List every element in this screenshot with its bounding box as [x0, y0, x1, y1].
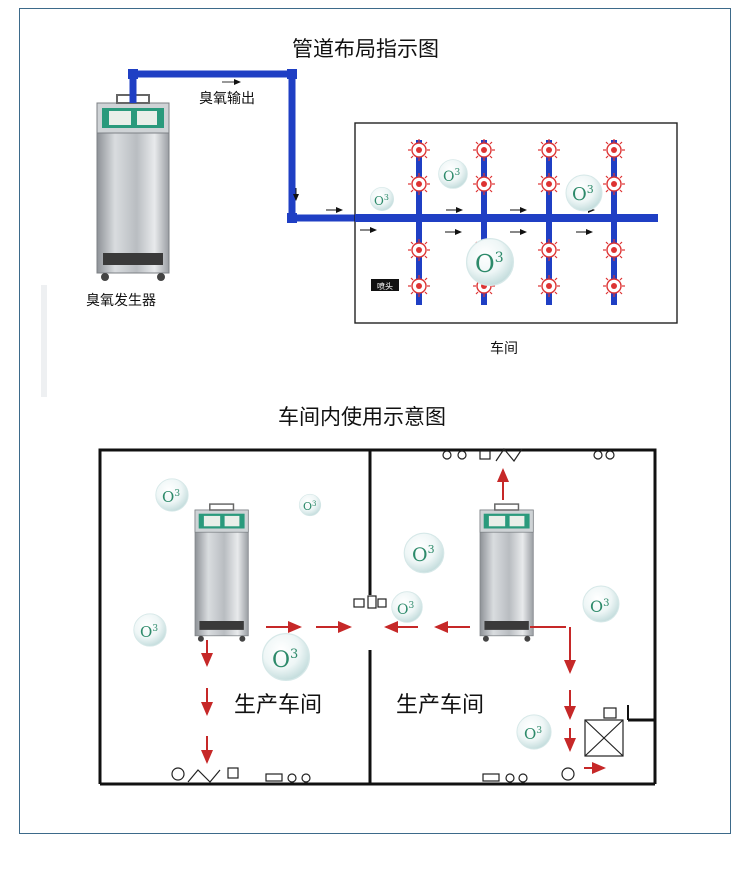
- ozone-output-label: 臭氧输出: [199, 91, 255, 107]
- svg-text:O3: O3: [475, 250, 504, 278]
- nozzle-label-box: [371, 279, 399, 291]
- generator-label: 臭氧发生器: [86, 293, 156, 309]
- floor-plan-walls: [98, 448, 657, 786]
- pipeline-layout-title: 管道布局指示图: [292, 37, 439, 61]
- ozone-text-top: O3 O3 O3 O3: [374, 168, 594, 278]
- fixtures: [171, 447, 624, 783]
- svg-text:O3: O3: [524, 725, 542, 743]
- branch-pipe: [546, 140, 552, 305]
- left-accent-bar: [41, 285, 47, 397]
- svg-text:O3: O3: [412, 543, 435, 566]
- nozzle-label: 喷头: [377, 281, 393, 291]
- svg-text:O3: O3: [443, 168, 460, 185]
- svg-text:O3: O3: [303, 500, 317, 513]
- branch-pipe: [611, 140, 617, 305]
- svg-text:O3: O3: [572, 183, 594, 205]
- ozone-generator-room-1: [194, 503, 250, 643]
- workshop-box: [354, 122, 678, 324]
- svg-text:O3: O3: [162, 488, 180, 506]
- ozone-generator-machine-top: [96, 94, 170, 282]
- production-room-2-label: 生产车间: [396, 693, 485, 718]
- workshop-pipe-main: [355, 214, 658, 222]
- production-room-1-label: 生产车间: [234, 693, 323, 718]
- svg-text:O3: O3: [272, 647, 298, 673]
- branch-pipe: [416, 140, 422, 305]
- branch-pipes: [416, 140, 617, 305]
- usage-diagram-title: 车间内使用示意图: [278, 405, 446, 429]
- workshop-label: 车间: [490, 341, 518, 357]
- svg-text:O3: O3: [590, 597, 610, 616]
- ozone-generator-room-2: [479, 503, 535, 643]
- ozone-text-bottom: O3 O3 O3 O3 O3 O3 O3 O3: [140, 488, 610, 743]
- branch-pipe: [481, 140, 487, 305]
- svg-text:O3: O3: [140, 623, 158, 641]
- outer-frame: [19, 8, 731, 834]
- svg-text:O3: O3: [397, 601, 414, 618]
- flow-arrows: [326, 207, 595, 235]
- svg-text:O3: O3: [374, 193, 389, 208]
- ozone-flow-arrows: [201, 468, 606, 774]
